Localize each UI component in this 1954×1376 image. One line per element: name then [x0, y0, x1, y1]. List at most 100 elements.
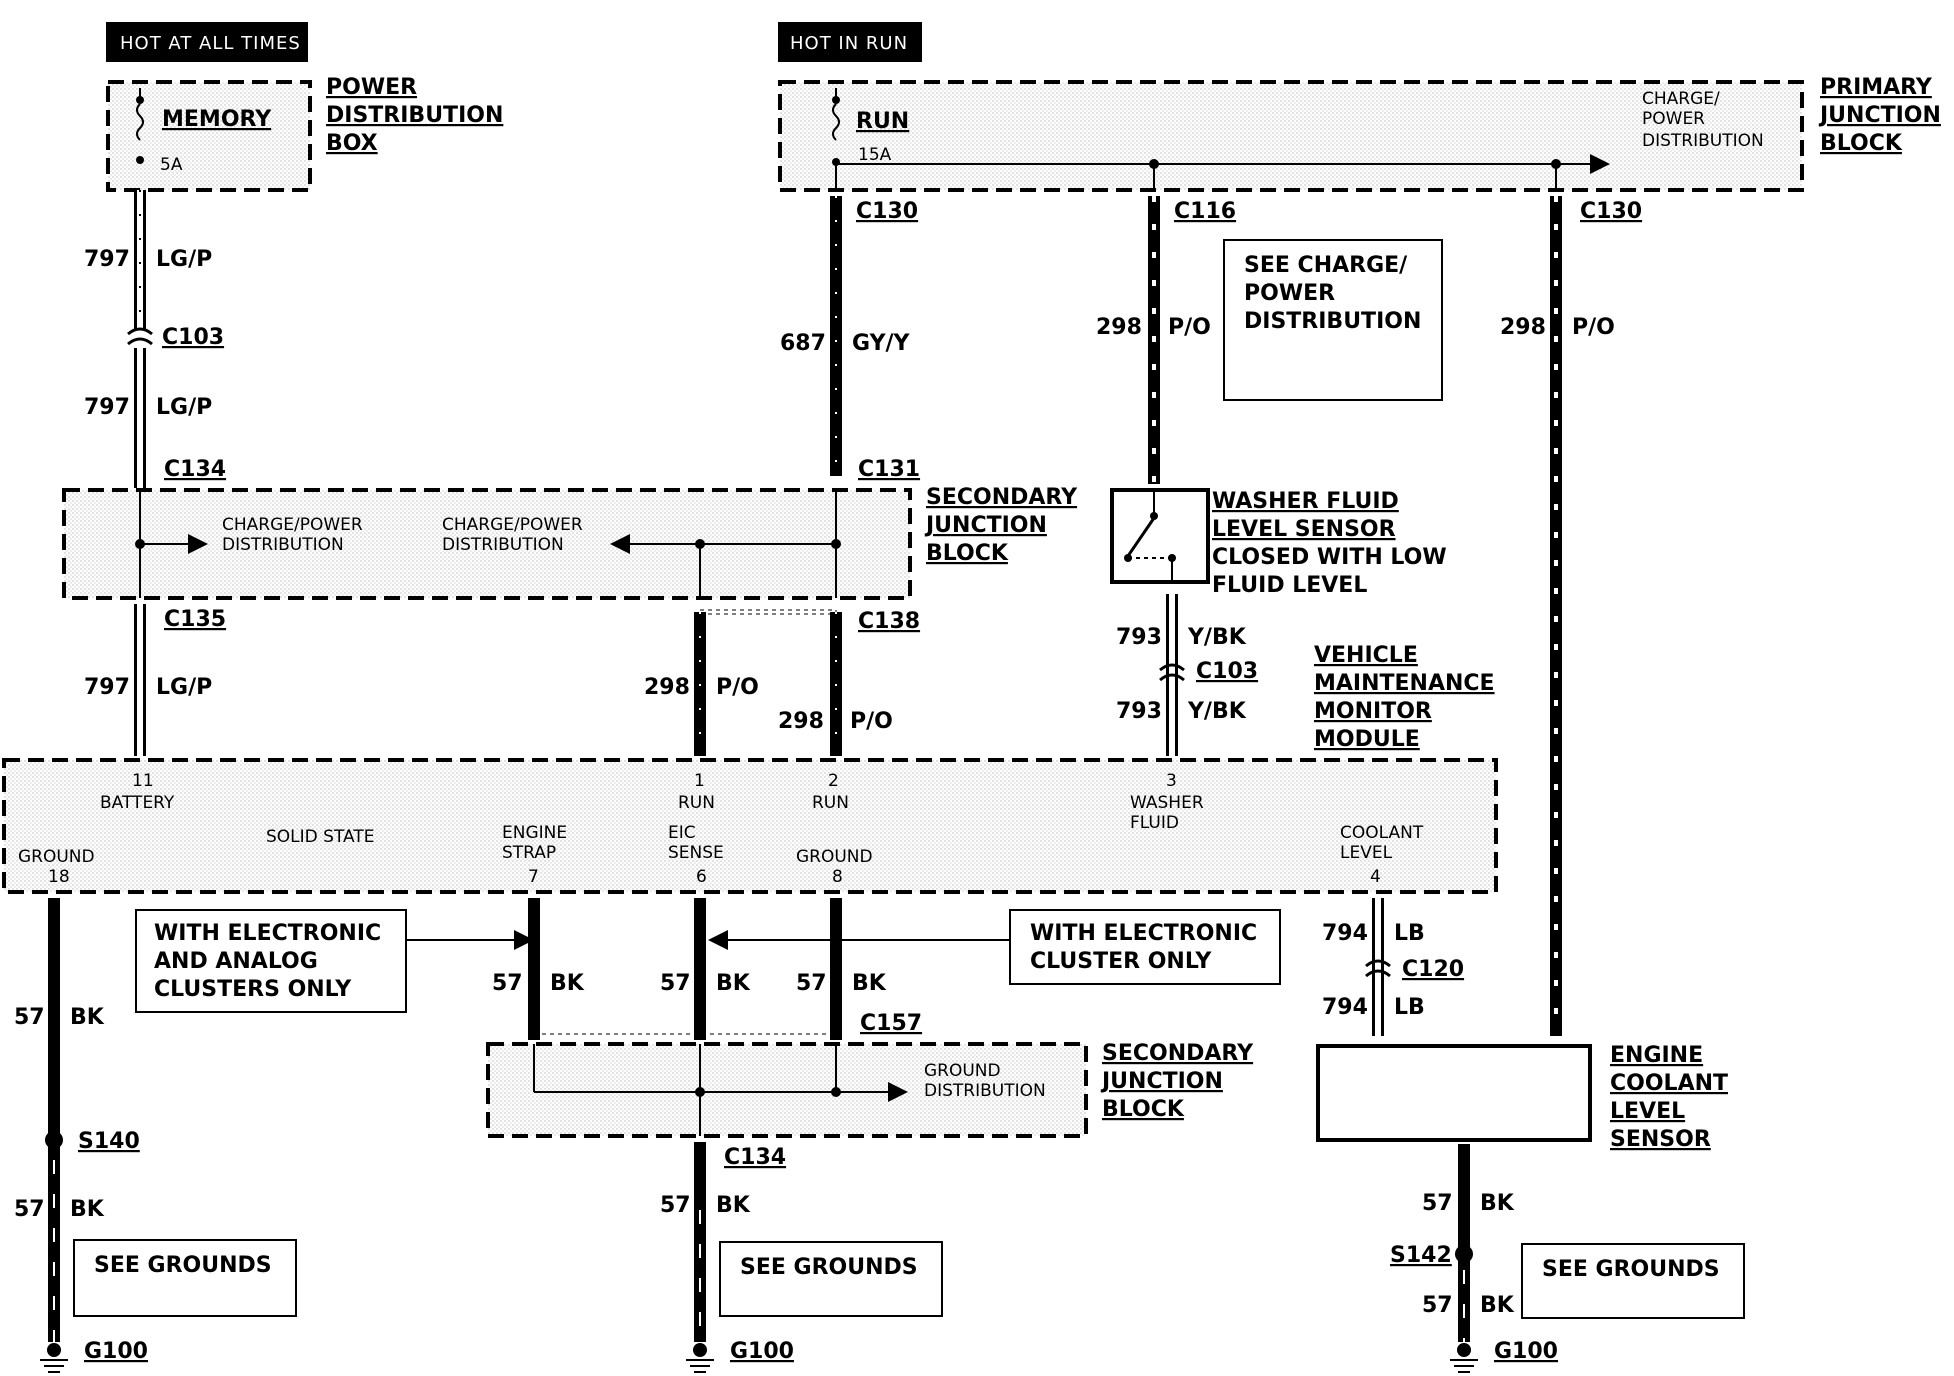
wire-298-c130-circuit: 298	[1500, 315, 1546, 340]
power-distribution-box: MEMORY 5A	[106, 80, 312, 192]
wire-793-b-circuit: 793	[1116, 699, 1162, 724]
sjb-top-charge-left-2: DISTRIBUTION	[222, 535, 344, 555]
wire-793-b-color: Y/BK	[1187, 699, 1247, 724]
wire-687-color: GY/Y	[852, 331, 911, 356]
sjb-bottom-title-3: BLOCK	[1102, 1097, 1185, 1122]
wire-57-sense-circuit: 57	[660, 971, 691, 996]
pin-6-name-2: SENSE	[668, 843, 724, 863]
wire-298-c116-circuit: 298	[1096, 315, 1142, 340]
note-electronic-analog-1: WITH ELECTRONIC	[154, 921, 381, 946]
washer-fluid-level-sensor	[1110, 488, 1210, 584]
wire-57-left-b-circuit: 57	[14, 1197, 45, 1222]
note-see-grounds-right: SEE GROUNDS	[1521, 1243, 1745, 1319]
pin-7-num: 7	[528, 867, 539, 887]
wire-793	[1159, 594, 1185, 756]
wire-57-right	[1455, 1144, 1473, 1342]
wire-57-left-b-color: BK	[70, 1197, 105, 1222]
pin-18-num: 18	[48, 867, 70, 887]
connector-c103-top-label: C103	[162, 325, 224, 350]
wire-797-c-circuit: 797	[84, 675, 130, 700]
ground-symbol-left	[40, 1343, 68, 1373]
wire-797-b-color: LG/P	[156, 395, 212, 420]
note-electronic-cluster-2: CLUSTER ONLY	[1030, 949, 1212, 974]
tag-hot-at-all-times-text: HOT AT ALL TIMES	[120, 33, 301, 54]
connector-c116-label: C116	[1174, 199, 1236, 224]
pin-4-num: 4	[1370, 867, 1381, 887]
splice-s140-label: S140	[78, 1129, 140, 1154]
vmm-title-3: MONITOR	[1314, 699, 1432, 724]
engine-coolant-level-sensor	[1316, 1044, 1592, 1142]
pin-2-num: 2	[828, 771, 839, 791]
fuse-memory-rating: 5A	[160, 155, 183, 175]
washer-sensor-note-2: FLUID LEVEL	[1212, 573, 1367, 598]
pin-7-name-1: ENGINE	[502, 823, 567, 843]
pin-6-num: 6	[696, 867, 707, 887]
vmm-title-2: MAINTENANCE	[1314, 671, 1495, 696]
wire-793-a-color: Y/BK	[1187, 625, 1247, 650]
connector-c103-top	[127, 327, 153, 346]
wire-794-b-color: LB	[1394, 995, 1425, 1020]
ecls-title-1: ENGINE	[1610, 1043, 1703, 1068]
connector-c157-label: C157	[860, 1011, 922, 1036]
secondary-junction-block-bottom: GROUND DISTRIBUTION	[486, 1042, 1088, 1138]
sjb-bottom-title-1: SECONDARY	[1102, 1041, 1254, 1066]
note-see-grounds-right-text: SEE GROUNDS	[1542, 1257, 1720, 1282]
pin-8-num: 8	[832, 867, 843, 887]
splice-s142-label: S142	[1390, 1243, 1452, 1268]
ground-symbol-right	[1450, 1343, 1478, 1373]
pin-3-name-2: FLUID	[1130, 813, 1179, 833]
wire-797-a-color: LG/P	[156, 247, 212, 272]
wire-57-mid-color: BK	[716, 1193, 751, 1218]
sjb-bottom-ground-dist-2: DISTRIBUTION	[924, 1081, 1046, 1101]
wire-797-c-color: LG/P	[156, 675, 212, 700]
note-see-charge-2: POWER	[1244, 281, 1335, 306]
wire-298-eic-color: P/O	[716, 675, 759, 700]
ground-g100-mid-label: G100	[730, 1339, 794, 1364]
pin-8-name: GROUND	[796, 847, 873, 867]
connector-c130-left-label: C130	[856, 199, 918, 224]
sjb-top-title-2: JUNCTION	[924, 513, 1047, 538]
pin-1-num: 1	[694, 771, 705, 791]
washer-sensor-title-1: WASHER FLUID	[1212, 489, 1399, 514]
ground-g100-left-label: G100	[84, 1339, 148, 1364]
wire-57-strap-circuit: 57	[492, 971, 523, 996]
wire-57-left-a-circuit: 57	[14, 1005, 45, 1030]
pjb-title-3: BLOCK	[1820, 131, 1903, 156]
wire-298-c130-color: P/O	[1572, 315, 1615, 340]
pjb-charge-2: POWER	[1642, 109, 1705, 129]
pin-11-num: 11	[132, 771, 154, 791]
connector-c138-label: C138	[858, 609, 920, 634]
pjb-title-1: PRIMARY	[1820, 75, 1933, 100]
wire-57-right-a-color: BK	[1480, 1191, 1515, 1216]
secondary-junction-block-top: CHARGE/POWER DISTRIBUTION CHARGE/POWER D…	[62, 488, 912, 600]
wire-57-ground8-color: BK	[852, 971, 887, 996]
note-electronic-analog-2: AND ANALOG	[154, 949, 318, 974]
note-see-grounds-left-text: SEE GROUNDS	[94, 1253, 272, 1278]
wire-797-b-circuit: 797	[84, 395, 130, 420]
wire-794-a-color: LB	[1394, 921, 1425, 946]
wire-57-right-b-circuit: 57	[1422, 1293, 1453, 1318]
connector-c131-label: C131	[858, 457, 920, 482]
sjb-bottom-ground-dist-1: GROUND	[924, 1061, 1001, 1081]
sjb-top-charge-left-1: CHARGE/POWER	[222, 515, 363, 535]
pin-4-name-2: LEVEL	[1340, 843, 1393, 863]
vmm-solid-state: SOLID STATE	[266, 827, 374, 847]
wire-57-sense-color: BK	[716, 971, 751, 996]
sjb-bottom-title-2: JUNCTION	[1100, 1069, 1223, 1094]
sjb-top-charge-right-2: DISTRIBUTION	[442, 535, 564, 555]
wire-57-ground8-circuit: 57	[796, 971, 827, 996]
ecls-title-4: SENSOR	[1610, 1127, 1711, 1152]
pin-2-name: RUN	[812, 793, 849, 813]
vehicle-maintenance-monitor-module: SOLID STATE 11 BATTERY GROUND 18 ENGINE …	[2, 758, 1498, 894]
washer-sensor-note-1: CLOSED WITH LOW	[1212, 545, 1447, 570]
pin-3-name-1: WASHER	[1130, 793, 1204, 813]
ecls-title-2: COOLANT	[1610, 1071, 1728, 1096]
fuse-memory-name: MEMORY	[162, 107, 272, 132]
pjb-charge-3: DISTRIBUTION	[1642, 131, 1764, 151]
pdb-title-3: BOX	[326, 131, 378, 156]
note-electronic-analog-3: CLUSTERS ONLY	[154, 977, 352, 1002]
note-electronic-analog: WITH ELECTRONIC AND ANALOG CLUSTERS ONLY	[135, 909, 534, 1013]
pdb-title-1: POWER	[326, 75, 417, 100]
wire-57-mid-circuit: 57	[660, 1193, 691, 1218]
